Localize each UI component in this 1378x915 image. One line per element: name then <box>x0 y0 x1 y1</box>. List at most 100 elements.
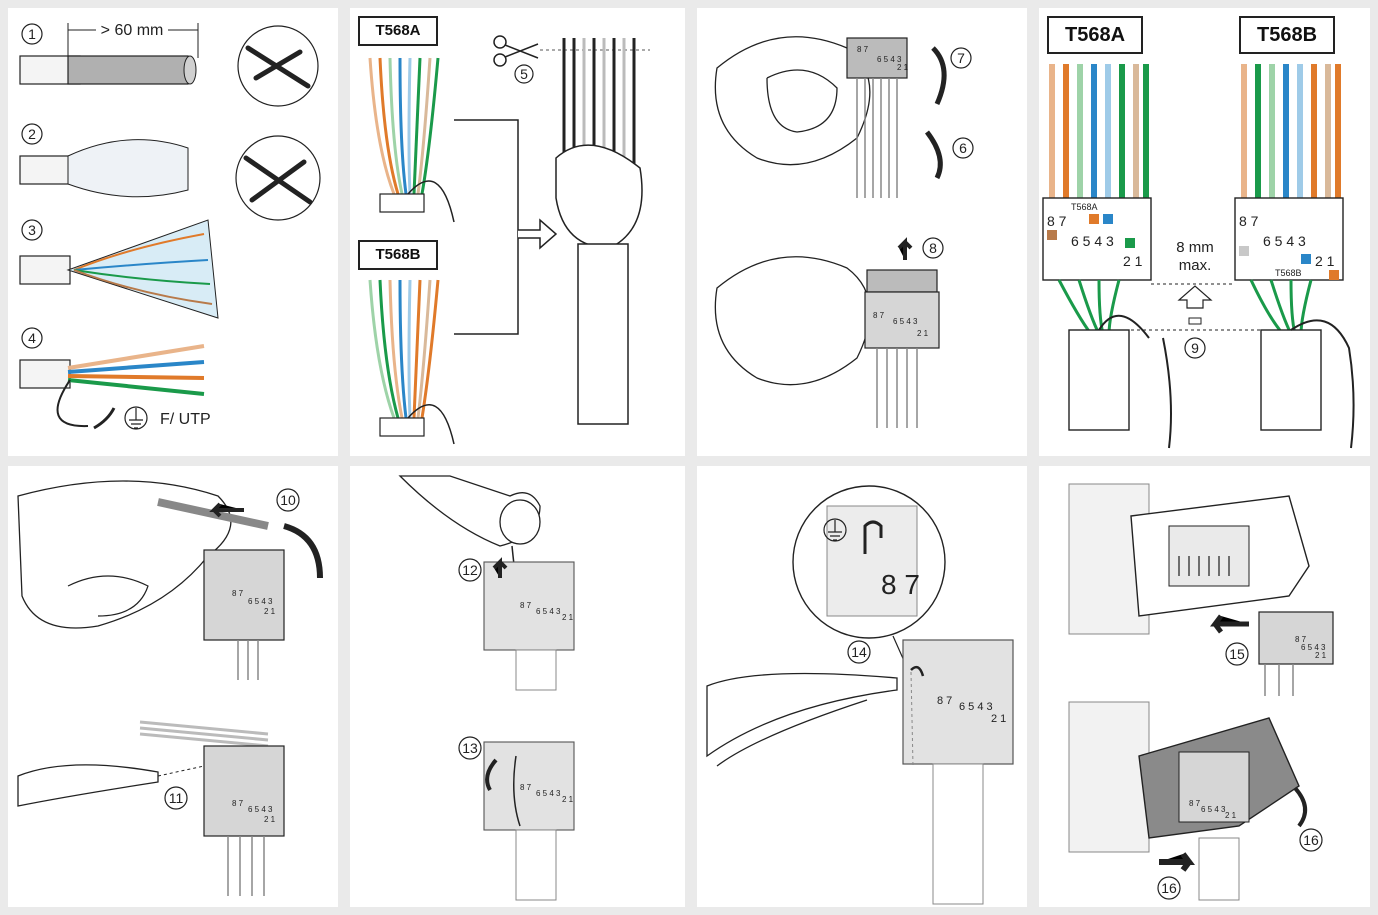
step-6-number: 6 <box>959 140 967 156</box>
wire-pair-4 <box>67 378 205 396</box>
step-2-circle <box>21 123 43 145</box>
pins-low-2: 2 1 <box>917 329 929 338</box>
pins-low-10: 2 1 <box>264 607 276 616</box>
panel-drain-wire: 8 7 6 5 4 3 2 1 12 8 7 6 5 4 3 2 1 13 <box>350 466 685 907</box>
t568b-label: T568B <box>358 240 438 270</box>
scheme-a-wires <box>1049 64 1149 198</box>
stripper-tool-icon <box>245 45 311 89</box>
rotate-arrow-6 <box>924 130 943 180</box>
wire-pair-3 <box>67 374 205 380</box>
excess-wires-11 <box>139 720 269 748</box>
step-2-number: 2 <box>28 126 36 142</box>
hand-lower <box>714 256 871 386</box>
panel-fold-and-cut: 8 7 6 5 4 3 2 1 10 8 7 6 5 4 3 2 1 11 <box>8 466 338 907</box>
scheme-b-lower-wires <box>1249 279 1313 335</box>
pins-low-15: 2 1 <box>1315 651 1327 660</box>
scheme-b-wires <box>1241 64 1341 198</box>
max-length-word: max. <box>1179 257 1212 274</box>
panel-wiring-scheme: T568A T568B T568A 8 7 6 5 4 3 2 1 <box>1039 8 1370 456</box>
step-16-circle-right <box>1299 828 1323 852</box>
scheme-b-mark-1 <box>1301 254 1311 264</box>
step-14-number: 14 <box>851 644 867 660</box>
thumb-upper <box>766 69 838 133</box>
scheme-b-connector <box>1234 197 1344 281</box>
t568b-wires <box>368 279 455 445</box>
cable-12 <box>515 649 557 691</box>
wall-plate-16 <box>1068 701 1150 853</box>
finger-10 <box>67 575 149 617</box>
scheme-b-drain <box>1290 319 1355 449</box>
shield-type-label: F/ UTP <box>160 411 211 428</box>
pins-mid-1: 6 5 4 3 <box>877 55 902 64</box>
step-3-number: 3 <box>28 222 36 238</box>
foil-shield <box>67 139 189 198</box>
step-10-number: 10 <box>280 492 296 508</box>
color-code-illustration: 5 <box>368 35 650 445</box>
step-4-circle <box>21 327 43 349</box>
step-14-circle <box>847 640 871 664</box>
connector-16 <box>1178 751 1250 823</box>
pins-top-11: 8 7 <box>232 799 244 808</box>
magnified-connector <box>826 505 918 617</box>
fold-arrow-13 <box>485 758 498 791</box>
pins-low-12: 2 1 <box>562 613 574 622</box>
cutter-11 <box>17 764 159 807</box>
step-6-circle <box>952 137 974 159</box>
cut-drain-illustration: 8 7 8 7 6 5 4 3 2 1 14 <box>706 485 1014 905</box>
pair-brown <box>73 269 213 305</box>
max-length-marker <box>1188 317 1202 325</box>
fold-arrow-10 <box>283 523 323 579</box>
scheme-b-cable <box>1260 329 1322 431</box>
scheme-a-pins-top: 8 7 <box>1047 213 1067 229</box>
cut-line-11 <box>157 765 205 777</box>
hand-thumb <box>555 144 643 249</box>
panel-stripping: 1 > 60 mm 2 3 <box>8 8 338 456</box>
pins-low-16: 2 1 <box>1225 811 1237 820</box>
scheme-a-mark-4 <box>1125 238 1135 248</box>
step-11-number: 11 <box>169 790 184 806</box>
pins-top-16: 8 7 <box>1189 799 1201 808</box>
pull-arrow-10 <box>209 502 244 518</box>
pins-mid-16: 6 5 4 3 <box>1201 805 1226 814</box>
fold-cut-illustration: 8 7 6 5 4 3 2 1 10 8 7 6 5 4 3 2 1 11 <box>17 480 323 896</box>
scheme-b-pins-mid: 6 5 4 3 <box>1263 233 1306 249</box>
step-8-circle <box>922 237 944 259</box>
insert-wires-illustration: 8 7 6 5 4 3 2 1 7 6 8 7 6 5 4 3 2 1 8 <box>714 36 974 428</box>
wire-pair-1 <box>67 344 205 370</box>
step-16-circle-bottom <box>1157 876 1181 900</box>
step-11-circle <box>164 786 188 810</box>
pins-mid-15: 6 5 4 3 <box>1301 643 1326 652</box>
pair-blue <box>73 259 209 271</box>
cutter-tool-icon <box>243 155 313 205</box>
step-15-number: 15 <box>1229 646 1245 662</box>
scheme-a-drain-tail <box>1162 337 1172 449</box>
ground-icon-14 <box>823 518 847 542</box>
pins-top-14: 8 7 <box>937 695 952 707</box>
step-8-number: 8 <box>929 240 937 256</box>
ground-symbol-14 <box>828 520 842 541</box>
pins-mid-14: 6 5 4 3 <box>959 701 993 713</box>
wires-lower <box>876 348 918 428</box>
step-3-circle <box>21 219 43 241</box>
wire-ends-lower <box>866 269 938 293</box>
ground-icon <box>124 406 148 430</box>
connector-top-1 <box>846 37 908 79</box>
cut-guide-14 <box>910 671 914 767</box>
pins-top-15: 8 7 <box>1295 635 1307 644</box>
pins-top-12: 8 7 <box>520 601 532 610</box>
drain-wire-14 <box>910 665 925 677</box>
scheme-t568b-title: T568B <box>1239 16 1335 54</box>
scheme-a-lower-wires <box>1057 279 1121 335</box>
wiring-scheme-illustration: T568A 8 7 6 5 4 3 2 1 T568 <box>1042 64 1355 449</box>
scheme-a-mark-3 <box>1047 230 1057 240</box>
drain-wire-13 <box>513 755 521 827</box>
scheme-a-mark-2 <box>1103 214 1113 224</box>
step-16-number-bottom: 16 <box>1161 880 1177 896</box>
step-5-number: 5 <box>520 66 528 82</box>
bend-arrow <box>93 407 116 430</box>
magnified-pin-label: 8 7 <box>881 569 920 600</box>
bracket <box>454 119 519 335</box>
wires-in-connector-1 <box>856 78 898 198</box>
scheme-t568a-title: T568A <box>1047 16 1143 54</box>
